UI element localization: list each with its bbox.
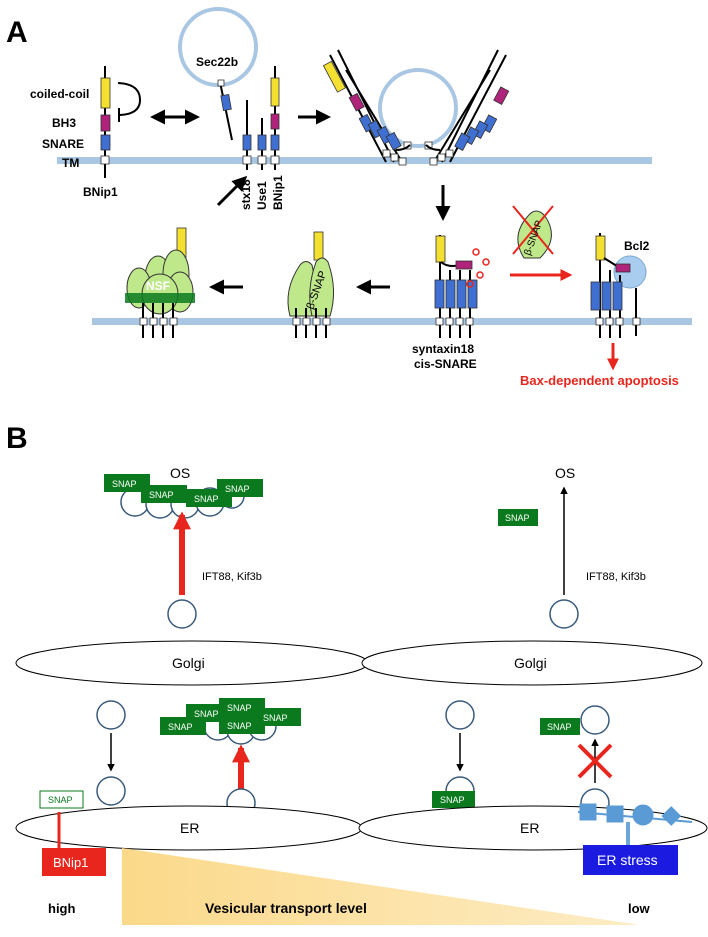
snap-label: SNAP (168, 722, 193, 732)
snap-box (141, 485, 187, 503)
trans-snare-left (322, 49, 412, 166)
golgi-right (361, 640, 703, 686)
snap-label: SNAP (48, 795, 73, 805)
snap-cluster-golgi-left (160, 698, 301, 735)
transport-gradient (122, 848, 640, 925)
os-label-right: OS (555, 465, 575, 481)
lower-membrane (92, 318, 692, 325)
snap-label: SNAP (194, 709, 219, 719)
arrow-recycle (216, 175, 248, 207)
sec22b-vesicle (178, 7, 258, 87)
vesicle (167, 599, 197, 629)
label-bh3: BH3 (52, 116, 76, 130)
docking-vesicle (378, 68, 458, 148)
label-bcl2: Bcl2 (624, 239, 650, 253)
vesicle (549, 599, 579, 629)
os-label-left: OS (170, 465, 190, 481)
beta-snap-complex (287, 231, 334, 338)
block-x-icon (577, 743, 613, 779)
snap-label: SNAP (440, 795, 465, 805)
motor-label-right: IFT88, Kif3b (586, 571, 646, 583)
label-apoptosis: Bax-dependent apoptosis (520, 373, 679, 388)
snap-box (104, 474, 150, 492)
snap-box (432, 791, 475, 808)
low-label: low (628, 901, 651, 916)
snare-group-upper (242, 66, 280, 170)
snap-label: SNAP (112, 479, 137, 489)
label-tm: TM (62, 156, 79, 170)
vesicle (96, 776, 126, 806)
golgi-label-left: Golgi (172, 655, 205, 671)
snap-label: SNAP (547, 722, 572, 732)
absent-beta-snap (512, 205, 554, 259)
er-stress-box-label: ER stress (597, 852, 658, 868)
nsf-complex (125, 227, 195, 338)
bcl2-complex (590, 233, 647, 338)
label-bnip1-complex: BNip1 (271, 175, 285, 210)
snap-cluster-os-left (104, 474, 263, 507)
label-cis-snare: cis-SNARE (414, 357, 477, 371)
snap-box (255, 708, 301, 726)
reactive-sparks (466, 248, 490, 288)
vesicle (580, 705, 610, 735)
snap-box (219, 716, 265, 734)
snap-label: SNAP (225, 484, 250, 494)
snap-label: SNAP (194, 494, 219, 504)
snap-box (540, 718, 580, 735)
label-sec22b: Sec22b (196, 55, 238, 69)
snap-box (160, 717, 206, 735)
snap-label: SNAP (227, 703, 252, 713)
golgi-label-right: Golgi (514, 655, 547, 671)
snap-label: SNAP (263, 713, 288, 723)
label-use1: Use1 (255, 181, 269, 210)
snap-box (219, 698, 265, 716)
label-nsf: NSF (146, 279, 170, 293)
bnip1-protein (100, 66, 142, 178)
misfolded-proteins (577, 803, 693, 826)
label-coiled-coil: coiled-coil (30, 87, 89, 101)
snap-label: SNAP (505, 513, 530, 523)
gradient-label: Vesicular transport level (205, 900, 367, 916)
high-label: high (48, 901, 75, 916)
sec22b-protein (217, 79, 233, 141)
motor-label-left: IFT88, Kif3b (202, 571, 262, 583)
snap-box-outline (39, 790, 84, 809)
trans-snare-right (424, 49, 510, 166)
bnip1-box-label: BNip1 (53, 855, 88, 870)
vesicle (445, 700, 475, 730)
er-label-right: ER (520, 820, 539, 836)
snap-box (498, 509, 538, 526)
panel-b-label: B (6, 422, 28, 455)
upper-membrane (57, 157, 652, 164)
er-label-left: ER (180, 820, 199, 836)
er-stress-box (583, 845, 678, 875)
cis-snare-complex (434, 235, 478, 338)
label-snare: SNARE (42, 137, 84, 151)
label-syntaxin18: syntaxin18 (412, 342, 474, 356)
vesicle (96, 700, 126, 730)
label-bnip1: BNip1 (83, 185, 118, 199)
snap-label: SNAP (227, 721, 252, 731)
bnip1-box (42, 848, 106, 876)
panel-a-label: A (6, 16, 28, 49)
snap-label: SNAP (149, 490, 174, 500)
snap-box (217, 479, 263, 497)
